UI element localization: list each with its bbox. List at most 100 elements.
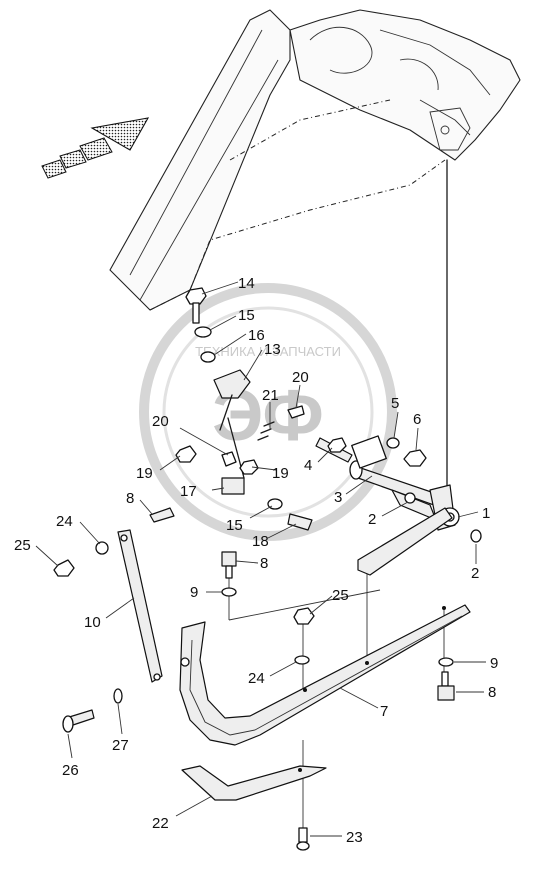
washer-9-right	[438, 657, 454, 667]
callout-15-top: 15	[238, 307, 255, 324]
callout-19-left: 19	[136, 465, 153, 482]
bolt-14-head	[185, 287, 207, 305]
bolt-8-mid-shank	[225, 565, 233, 579]
leader-17	[211, 487, 225, 491]
leader-15a	[209, 315, 237, 331]
leader-13	[243, 349, 263, 381]
leader-8b	[235, 560, 259, 564]
direction-arrow-segment-3	[41, 159, 67, 179]
callout-8-mid: 8	[260, 555, 268, 572]
frame-bracket-hole	[440, 125, 450, 135]
callout-3: 3	[334, 489, 342, 506]
leader-19b	[251, 466, 277, 471]
leader-1	[457, 511, 479, 518]
leader-26	[67, 733, 73, 759]
callout-25-left: 25	[14, 537, 31, 554]
callout-10: 10	[84, 614, 101, 631]
callout-26: 26	[62, 762, 79, 779]
right-fasteners	[293, 607, 455, 701]
leader-20b	[295, 384, 301, 409]
rail-hole-right	[365, 661, 369, 665]
bracket-17	[221, 477, 245, 495]
callout-18: 18	[252, 533, 269, 550]
callout-1: 1	[482, 505, 490, 522]
frame-housing	[289, 9, 521, 161]
leader-25a	[35, 545, 59, 567]
leader-10	[105, 597, 135, 619]
callout-20-right: 20	[292, 369, 309, 386]
skid-plate-22	[181, 765, 327, 851]
leader-27	[117, 703, 123, 735]
bolt-23-head	[296, 841, 310, 851]
leader-24b	[269, 661, 297, 677]
nut-19-right	[239, 459, 259, 475]
callout-16: 16	[248, 327, 265, 344]
callout-5: 5	[391, 395, 399, 412]
washer-part-5	[386, 437, 400, 449]
leader-7	[339, 687, 379, 709]
bolt-8-right-shank	[441, 671, 449, 687]
rail-hole-mid	[303, 688, 307, 692]
strut-body	[117, 529, 163, 683]
bolt-part-4-head	[327, 437, 347, 453]
callout-15-bottom: 15	[226, 517, 243, 534]
callout-8-right: 8	[488, 684, 496, 701]
frame-housing-details	[309, 26, 491, 136]
direction-arrow-head	[90, 117, 150, 151]
washer-9-left	[221, 587, 237, 597]
direction-arrow-segment-1	[79, 137, 113, 161]
callout-2-left: 2	[368, 511, 376, 528]
leader-3	[345, 475, 373, 495]
leader-18	[267, 523, 297, 539]
leader-lines	[35, 281, 486, 837]
callout-7: 7	[380, 703, 388, 720]
sensor-13	[213, 369, 251, 399]
skid-hole	[298, 768, 302, 772]
pin-part-2	[470, 529, 482, 543]
rail-edge	[189, 615, 463, 736]
machine-frame	[109, 9, 521, 311]
watermark-text: ТЕХНИКА И ЗАПЧАСТИ	[195, 344, 341, 359]
frame-arm-edges	[129, 29, 279, 301]
clip-20-left	[221, 451, 237, 467]
callout-17: 17	[180, 483, 197, 500]
bolt-26-head	[62, 715, 74, 733]
watermark-inner-ring	[162, 306, 374, 518]
pivot-assembly	[315, 435, 482, 576]
leader-19a	[159, 455, 181, 471]
washer-24-mid	[294, 655, 310, 665]
skid-body	[181, 765, 327, 801]
bolt-8-mid-head	[221, 551, 237, 567]
leader-5	[393, 411, 399, 439]
callout-9-left: 9	[190, 584, 198, 601]
rail-body	[179, 604, 471, 746]
frame-bracket	[429, 107, 471, 151]
callout-14: 14	[238, 275, 255, 292]
bolt-18	[287, 513, 313, 531]
left-fasteners	[53, 507, 237, 597]
bolt-8-left	[149, 507, 175, 523]
callout-labels: 14 15 16 13 21 20 20 19 19 17 15 18 4 5 …	[14, 275, 498, 846]
bolt-23-shank	[298, 827, 308, 843]
nut-25-left	[53, 559, 75, 577]
clip-20-right	[287, 405, 305, 419]
leader-16	[213, 333, 247, 356]
rail-hole-left	[180, 657, 190, 667]
leader-2a	[381, 501, 409, 517]
leader-24a	[79, 521, 101, 545]
leader-6	[415, 427, 419, 451]
ref-line-bolt-8-diag	[228, 589, 381, 621]
support-strut-10	[117, 529, 163, 683]
bushing-part-2	[404, 492, 416, 504]
callout-13: 13	[264, 341, 281, 358]
reference-lines	[228, 159, 448, 835]
spring-21	[257, 421, 275, 441]
strut-hole-top	[120, 534, 128, 542]
frame-hidden-edge	[189, 159, 446, 291]
callout-27: 27	[112, 737, 129, 754]
bracket-channel	[357, 507, 453, 576]
leader-22	[175, 795, 213, 817]
rail-hole-end	[442, 606, 446, 610]
callout-20-left: 20	[152, 413, 169, 430]
